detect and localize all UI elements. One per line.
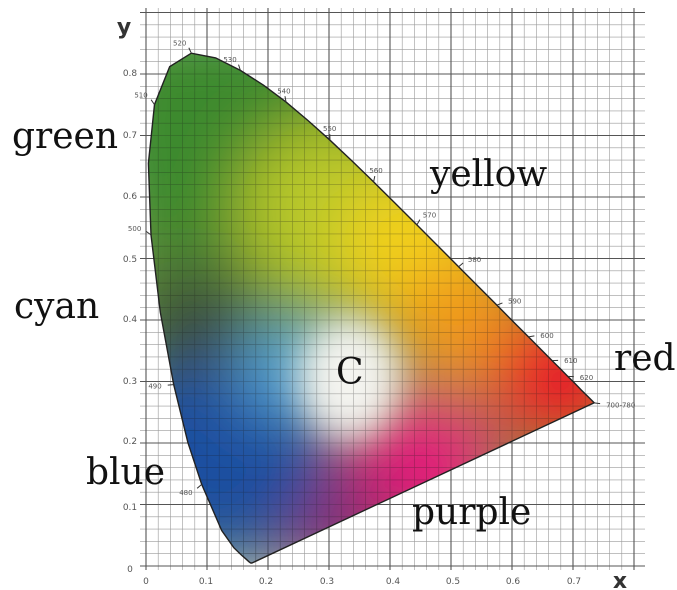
locus-wavelength-label: 610 (564, 357, 577, 365)
label-cyan: cyan (14, 286, 99, 327)
y-tick: 0.5 (123, 255, 137, 265)
y-tick: 0.4 (123, 315, 138, 325)
y-tick: 0.3 (123, 377, 137, 387)
y-tick: 0.6 (123, 192, 138, 202)
x-tick: 0 (143, 577, 149, 587)
label-yellow: yellow (429, 154, 547, 195)
fill-white-point (298, 316, 402, 440)
y-tick: 0.8 (123, 69, 138, 79)
locus-tick (594, 402, 601, 405)
locus-wavelength-label: 510 (134, 92, 147, 100)
locus-wavelength-label: 520 (173, 39, 186, 47)
locus-wavelength-label: 540 (277, 87, 290, 95)
label-white-point: C (336, 352, 364, 393)
locus-wavelength-label: 580 (468, 256, 481, 264)
y-tick: 0.2 (123, 437, 137, 447)
locus-wavelength-label: 570 (423, 211, 436, 219)
x-tick: 0.2 (259, 577, 273, 587)
locus-tick (238, 64, 241, 71)
locus-tick (145, 230, 152, 236)
locus-tick (416, 219, 421, 226)
locus-wavelength-label: 530 (223, 56, 236, 64)
locus-wavelength-label: 700-780 (606, 401, 635, 409)
x-tick: 0.1 (199, 577, 213, 587)
x-tick: 0.5 (446, 577, 460, 587)
y-tick: 0.1 (123, 503, 137, 513)
locus-wavelength-label: 560 (369, 167, 382, 175)
label-purple: purple (412, 492, 531, 533)
y-tick: 0.7 (123, 131, 137, 141)
locus-wavelength-label: 600 (540, 332, 553, 340)
label-green: green (12, 116, 118, 157)
x-tick: 0.4 (386, 577, 401, 587)
locus-tick (458, 262, 464, 268)
label-blue: blue (86, 452, 165, 493)
locus-tick (150, 99, 155, 105)
x-tick: 0.6 (506, 577, 521, 587)
locus-wavelength-ticks: 480 490 500 510 520 530 540 550 560 570 580 590 600 6… (128, 39, 635, 497)
y-axis-letter: y (117, 15, 131, 40)
locus-tick (188, 47, 192, 54)
locus-wavelength-label: 550 (323, 125, 336, 133)
locus-tick (496, 302, 503, 306)
locus-wavelength-label: 500 (128, 225, 141, 233)
y-tick: 0 (127, 565, 133, 575)
x-tick: 0.3 (320, 577, 334, 587)
y-axis-ticks: 0 0.1 0.2 0.3 0.4 0.5 0.6 0.7 0.8 (123, 69, 138, 575)
spectral-locus-outline (147, 52, 596, 564)
x-axis-ticks: 0 0.1 0.2 0.3 0.4 0.5 0.6 0.7 (143, 577, 581, 587)
locus-tick (196, 484, 203, 489)
locus-tick (373, 175, 376, 183)
fill-red (490, 310, 595, 450)
x-tick: 0.7 (567, 577, 581, 587)
locus-wavelength-label: 590 (508, 298, 521, 306)
locus-wavelength-label: 480 (179, 489, 192, 497)
locus-tick (284, 96, 287, 103)
locus-tick (167, 384, 174, 386)
label-red: red (614, 338, 676, 379)
locus-tick (528, 335, 535, 338)
x-axis-letter: x (613, 569, 627, 590)
locus-wavelength-label: 490 (148, 383, 161, 391)
locus-wavelength-label: 620 (580, 374, 593, 382)
